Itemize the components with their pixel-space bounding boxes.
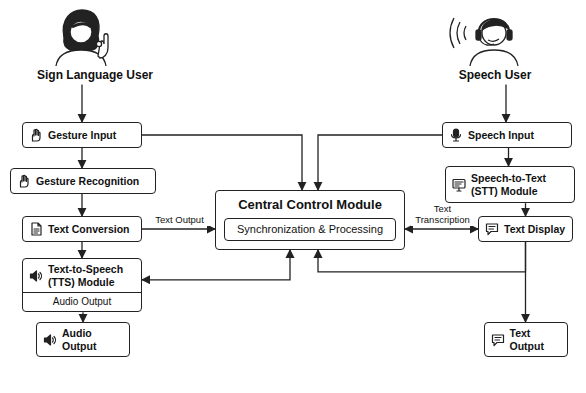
tts-lower-part: Audio Output [23, 292, 141, 311]
node-label: Text Conversion [48, 223, 130, 236]
process-box: Gesture Recognition [10, 168, 156, 194]
user-label: Speech User [420, 66, 570, 84]
connector-arrow [505, 84, 506, 122]
connector-arrow [508, 148, 509, 166]
signing-person [56, 10, 108, 66]
output-box: Text Display [478, 216, 573, 242]
node-label: Gesture Recognition [36, 175, 139, 188]
node-label: Text Display [504, 223, 565, 236]
mic-icon [449, 128, 463, 142]
node-label: Speech User [459, 68, 532, 82]
edge-label: Text Output [148, 215, 211, 226]
tts-box: Text-to-Speech (TTS) ModuleAudio Output [22, 258, 142, 312]
process-box: Speech-to-Text (STT) Module [445, 166, 575, 203]
connector-arrow [318, 135, 442, 190]
hand-icon [29, 128, 43, 142]
output-box: Audio Output [36, 322, 130, 357]
connector-arrow [142, 250, 290, 280]
speaker-icon [43, 333, 57, 347]
process-box: Text Conversion [22, 216, 142, 242]
chat-icon [485, 222, 499, 236]
doc-icon [29, 222, 43, 236]
speaker-icon [29, 269, 43, 283]
user-label: Sign Language User [20, 66, 170, 84]
connector-arrow [81, 84, 82, 122]
screen-icon [452, 178, 466, 192]
edge-label: Text Transcription [411, 204, 474, 226]
node-label: Sign Language User [37, 68, 153, 82]
chat-icon [491, 333, 505, 347]
tts-heading-row: Text-to-Speech (TTS) Module [23, 259, 141, 292]
connector-arrow [525, 203, 526, 216]
speaking-person [450, 18, 518, 66]
connector-arrow [142, 228, 215, 229]
node-subtext: Audio Output [23, 292, 141, 311]
input-box: Gesture Input [22, 122, 142, 148]
output-box: Text Output [484, 322, 568, 357]
connector-arrow [82, 312, 83, 322]
node-label: Synchronization & Processing [237, 223, 383, 236]
control-box: Central Control ModuleSynchronization & … [215, 190, 405, 250]
connector-arrow [142, 135, 302, 190]
node-label: Audio Output [62, 327, 123, 352]
node-label: Gesture Input [48, 129, 116, 142]
node-label: Text-to-Speech (TTS) Module [48, 263, 135, 288]
node-label: Text Output [510, 327, 561, 352]
connector-arrow [81, 148, 82, 168]
input-box: Speech Input [442, 122, 572, 148]
connector-arrow [81, 194, 82, 216]
hand-icon [17, 174, 31, 188]
node-label: Speech-to-Text (STT) Module [471, 172, 568, 197]
node-label: Speech Input [468, 129, 534, 142]
connector-arrow [405, 228, 478, 229]
subprocess-box: Synchronization & Processing [224, 218, 396, 241]
node-label: Central Control Module [238, 197, 382, 213]
connector-arrow [81, 242, 82, 258]
